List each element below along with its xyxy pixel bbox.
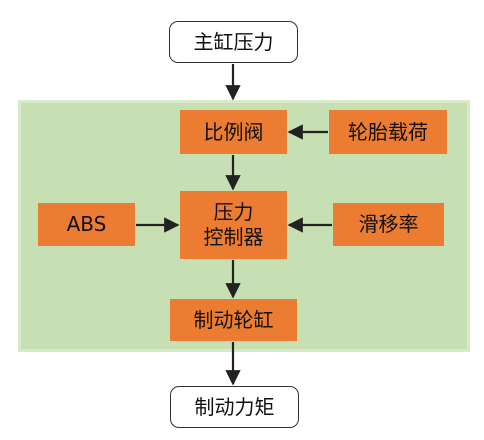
node-brake-torque: 制动力矩	[170, 386, 299, 428]
node-pressure-controller: 压力 控制器	[180, 191, 287, 259]
node-master-cylinder-pressure: 主缸压力	[169, 21, 298, 63]
node-abs: ABS	[38, 203, 135, 246]
node-tire-load: 轮胎载荷	[329, 110, 447, 154]
node-wheel-cylinder: 制动轮缸	[170, 299, 297, 341]
node-slip-rate: 滑移率	[333, 203, 444, 246]
node-proportional-valve: 比例阀	[180, 110, 287, 154]
